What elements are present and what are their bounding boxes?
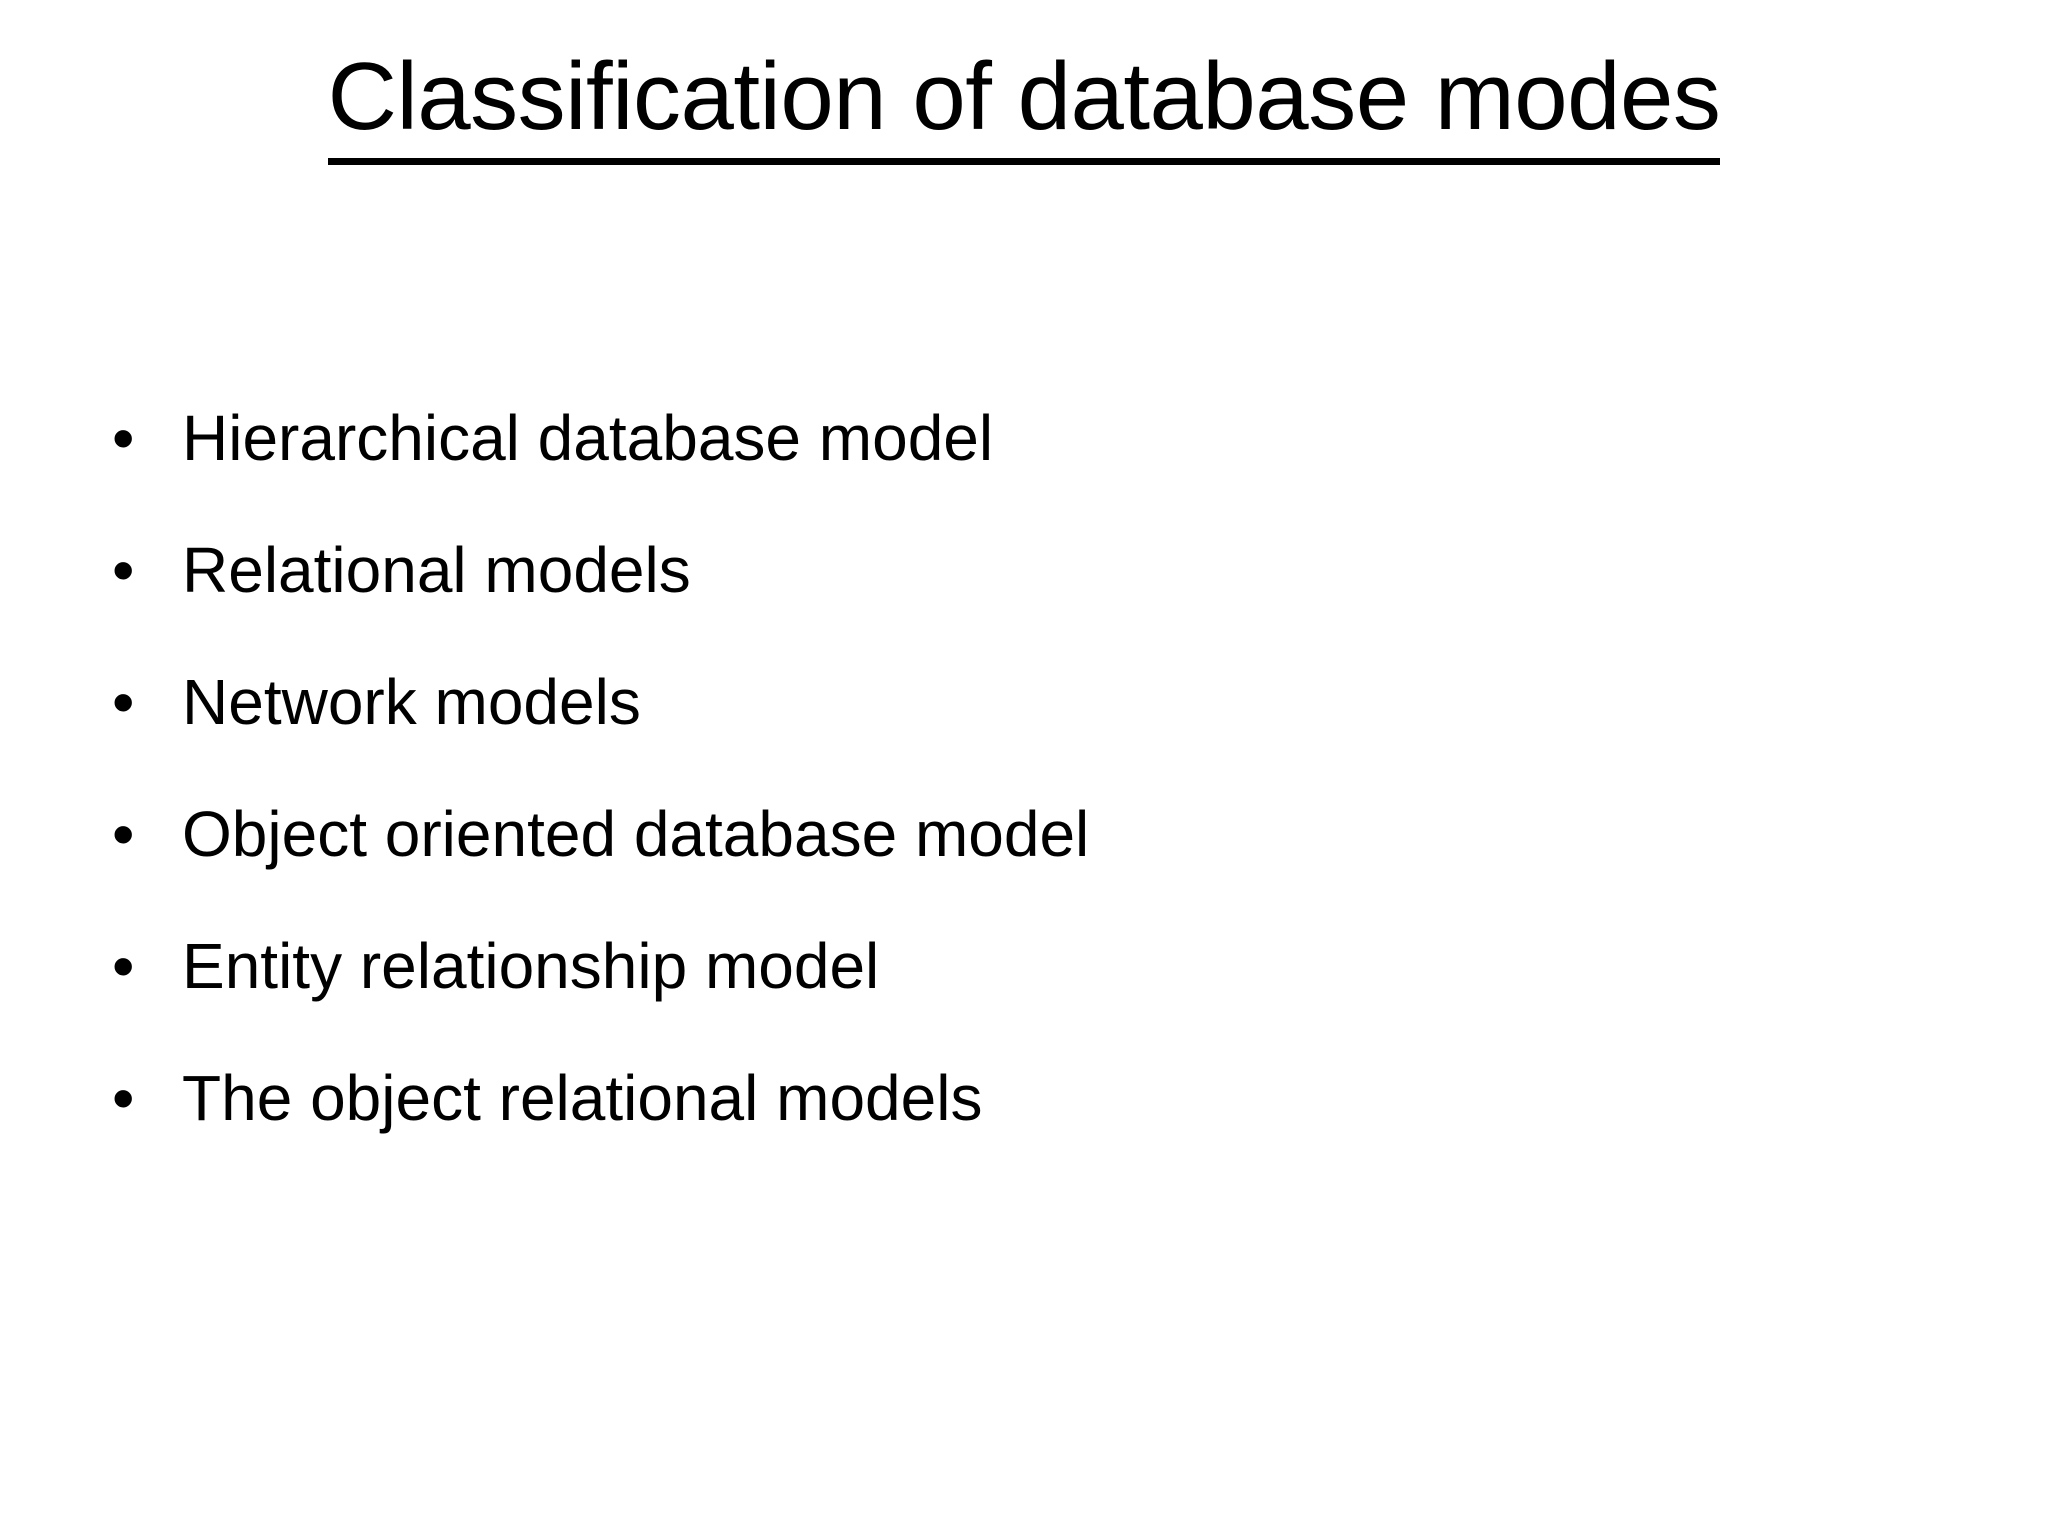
list-item-label: The object relational models <box>182 1062 983 1134</box>
list-item-label: Object oriented database model <box>182 798 1090 870</box>
list-item: • Network models <box>112 636 1912 768</box>
bullet-point-icon: • <box>112 402 135 474</box>
list-item: • Entity relationship model <box>112 900 1912 1032</box>
page-title: Classification of database modes <box>0 42 2048 166</box>
list-item: • Relational models <box>112 504 1912 636</box>
bullet-list: • Hierarchical database model • Relation… <box>112 372 1912 1164</box>
bullet-point-icon: • <box>112 534 135 606</box>
bullet-point-icon: • <box>112 666 135 738</box>
list-item: • Hierarchical database model <box>112 372 1912 504</box>
bullet-point-icon: • <box>112 798 135 870</box>
bullet-point-icon: • <box>112 1062 135 1134</box>
list-item: • The object relational models <box>112 1032 1912 1164</box>
list-item-label: Entity relationship model <box>182 930 880 1002</box>
bullet-point-icon: • <box>112 930 135 1002</box>
list-item: • Object oriented database model <box>112 768 1912 900</box>
list-item-label: Hierarchical database model <box>182 402 994 474</box>
page-title-text: Classification of database modes <box>327 42 1721 166</box>
list-item-label: Relational models <box>182 534 691 606</box>
list-item-label: Network models <box>182 666 641 738</box>
